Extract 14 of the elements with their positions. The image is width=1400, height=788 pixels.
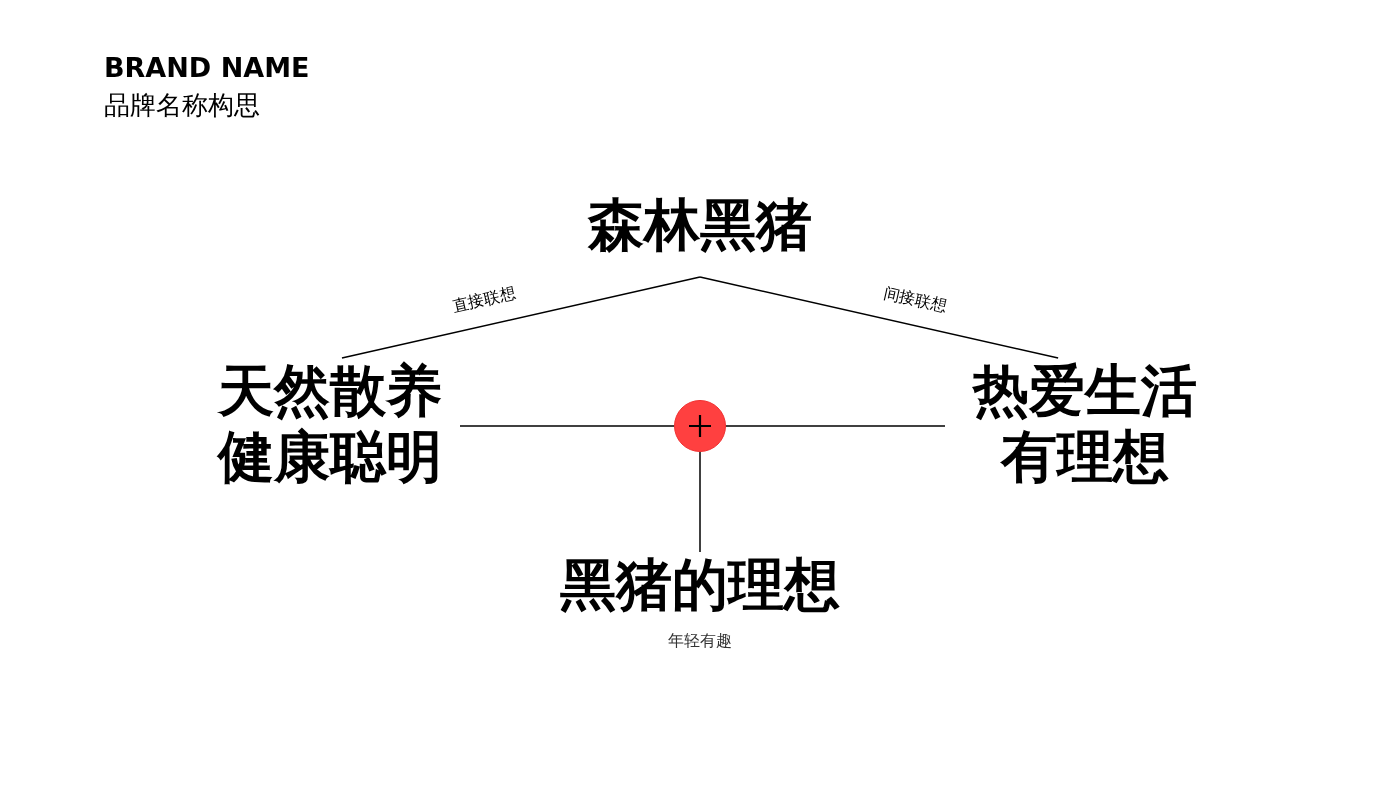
node-caption: 年轻有趣 (668, 631, 732, 651)
edge-label: 直接联想 (450, 283, 518, 317)
node-label: 热爱生活有理想 (971, 358, 1198, 490)
edge-label: 间接联想 (881, 283, 949, 317)
heading: BRAND NAME (104, 52, 310, 84)
node-label: 天然散养健康聪明 (216, 358, 443, 490)
connector-line (699, 276, 1059, 359)
connector-line (725, 425, 946, 427)
node-label: 黑猪的理想 (559, 552, 841, 618)
subheading: 品牌名称构思 (104, 89, 260, 122)
node-label: 森林黑猪 (586, 192, 813, 258)
connector-line (459, 425, 675, 427)
connector-line (699, 451, 701, 553)
connector-line (341, 276, 701, 359)
